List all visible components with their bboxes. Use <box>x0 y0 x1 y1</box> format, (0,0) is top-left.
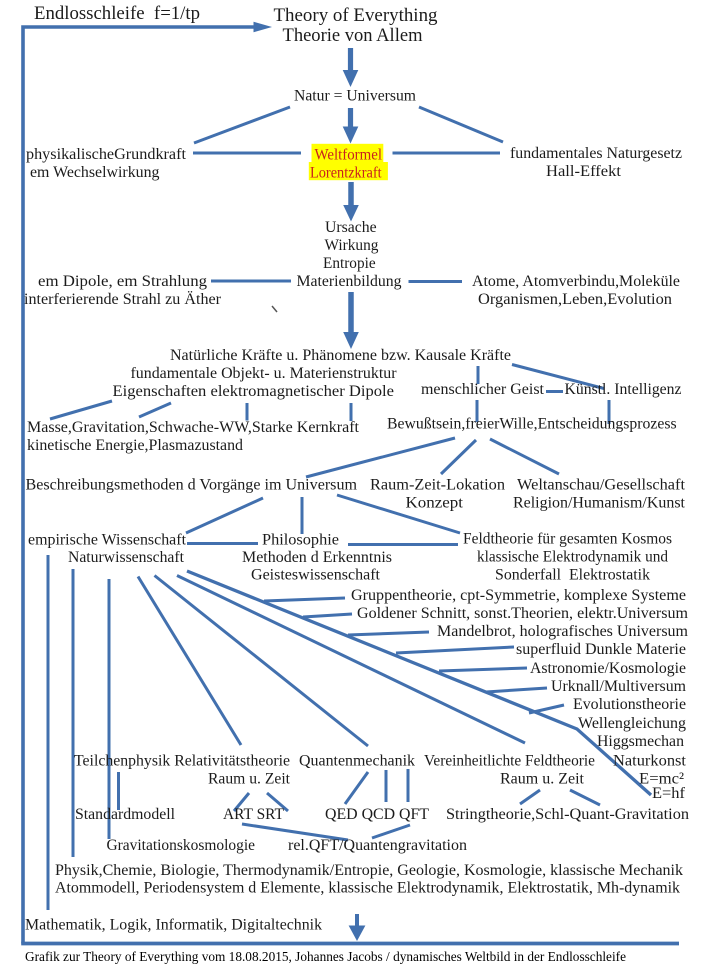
svg-text:Naturwissenschaft: Naturwissenschaft <box>68 549 185 566</box>
svg-text:Entropie: Entropie <box>323 255 376 272</box>
svg-text:Lorentzkraft: Lorentzkraft <box>310 165 382 182</box>
svg-text:Atome, Atomverbindu,Moleküle: Atome, Atomverbindu,Moleküle <box>472 273 680 290</box>
svg-text:Physik,Chemie, Biologie, Therm: Physik,Chemie, Biologie, Thermodynamik/E… <box>55 862 683 879</box>
svg-text:Mathematik, Logik, Informatik,: Mathematik, Logik, Informatik, Digitalte… <box>25 917 322 934</box>
svg-text:Grafik zur Theory of Everythin: Grafik zur Theory of Everything vom 18.0… <box>25 949 626 964</box>
svg-text:Eigenschaften elektromagnetisc: Eigenschaften elektromagnetischer Dipole <box>113 383 395 400</box>
svg-text:Teilchenphysik Relativitätsthe: Teilchenphysik Relativitätstheorie <box>74 753 290 770</box>
svg-text:Atommodell, Periodensystem d E: Atommodell, Periodensystem d Elemente, k… <box>55 880 680 897</box>
svg-text:Feldtheorie für gesamten Kosmo: Feldtheorie für gesamten Kosmos <box>463 531 672 548</box>
svg-text:Gravitationskosmologie: Gravitationskosmologie <box>107 837 256 854</box>
svg-text:Weltformel: Weltformel <box>315 147 383 164</box>
svg-text:Astronomie/Kosmologie: Astronomie/Kosmologie <box>530 660 686 677</box>
svg-text:E=hf: E=hf <box>652 785 686 802</box>
svg-text:Raum-Zeit-Lokation: Raum-Zeit-Lokation <box>370 477 505 494</box>
svg-text:fundamentale Objekt- u. Materi: fundamentale Objekt- u. Materienstruktur <box>131 365 398 382</box>
svg-text:Hall-Effekt: Hall-Effekt <box>546 163 622 180</box>
svg-text:Organismen,Leben,Evolution: Organismen,Leben,Evolution <box>478 291 672 308</box>
svg-text:Geisteswissenschaft: Geisteswissenschaft <box>251 567 381 584</box>
svg-text:Naturkonst: Naturkonst <box>613 753 687 770</box>
svg-text:Philosophie: Philosophie <box>262 532 339 549</box>
svg-text:Raum u. Zeit: Raum u. Zeit <box>500 771 585 788</box>
svg-text:Mandelbrot, holografisches Uni: Mandelbrot, holografisches Universum <box>437 623 689 640</box>
svg-text:Urknall/Multiversum: Urknall/Multiversum <box>551 678 687 695</box>
svg-text:Sonderfall Elektrostatik: Sonderfall Elektrostatik <box>495 567 650 584</box>
svg-text:Endlosschleife f=1/tp: Endlosschleife f=1/tp <box>34 3 200 24</box>
svg-text:superfluid Dunkle Materie: superfluid Dunkle Materie <box>516 641 686 658</box>
svg-text:Natur = Universum: Natur = Universum <box>294 88 417 105</box>
svg-text:Theory of Everything: Theory of Everything <box>274 5 438 26</box>
svg-text:Masse,Gravitation,Schwache-WW,: Masse,Gravitation,Schwache-WW,Starke Ker… <box>27 419 360 436</box>
svg-text:Konzept: Konzept <box>406 495 464 512</box>
svg-text:Evolutionstheorie: Evolutionstheorie <box>573 696 686 713</box>
svg-text:Goldener Schnitt, sonst.Theori: Goldener Schnitt, sonst.Theorien, elektr… <box>357 605 689 622</box>
svg-text:Quantenmechanik: Quantenmechanik <box>299 753 415 770</box>
svg-text:Religion/Humanism/Kunst: Religion/Humanism/Kunst <box>513 495 686 512</box>
svg-text:Ursache: Ursache <box>325 219 377 236</box>
svg-text:em Dipole, em Strahlung: em Dipole, em Strahlung <box>38 273 207 290</box>
svg-text:Gruppentheorie, cpt-Symmetrie,: Gruppentheorie, cpt-Symmetrie, komplexe … <box>351 587 686 604</box>
svg-text:Wirkung: Wirkung <box>325 237 379 254</box>
svg-text:Wellengleichung: Wellengleichung <box>578 715 686 732</box>
svg-text:physikalischeGrundkraft: physikalischeGrundkraft <box>26 146 187 163</box>
svg-text:Beschreibungsmethoden d Vorgän: Beschreibungsmethoden d Vorgänge im Univ… <box>26 477 358 494</box>
svg-text:interferierende Strahl zu Äthe: interferierende Strahl zu Äther <box>24 290 222 308</box>
svg-text:QED QCD QFT: QED QCD QFT <box>325 806 429 823</box>
svg-text:Higgsmechan: Higgsmechan <box>597 733 684 750</box>
svg-text:Vereinheitlichte Feldtheorie: Vereinheitlichte Feldtheorie <box>424 753 595 770</box>
svg-text:Standardmodell: Standardmodell <box>75 806 176 823</box>
svg-text:Stringtheorie,Schl-Quant-Gravi: Stringtheorie,Schl-Quant-Gravitation <box>446 806 689 823</box>
svg-text:Methoden d Erkenntnis: Methoden d Erkenntnis <box>242 549 392 566</box>
svg-text:rel.QFT/Quantengravitation: rel.QFT/Quantengravitation <box>288 837 467 854</box>
svg-text:ART SRT: ART SRT <box>223 806 284 823</box>
svg-text:klassische Elektrodynamik und: klassische Elektrodynamik und <box>477 549 668 566</box>
svg-text:Bewußtsein,freierWille,Entsche: Bewußtsein,freierWille,Entscheidungsproz… <box>387 416 677 433</box>
svg-text:Künstl. Intelligenz: Künstl. Intelligenz <box>565 381 682 398</box>
svg-text:kinetische Energie,Plasmazusta: kinetische Energie,Plasmazustand <box>27 437 243 454</box>
svg-text:E=mc²: E=mc² <box>639 771 684 788</box>
svg-text:Natürliche Kräfte u. Phänomene: Natürliche Kräfte u. Phänomene bzw. Kaus… <box>170 347 511 364</box>
svg-text:Theorie von Allem: Theorie von Allem <box>283 25 423 46</box>
svg-text:Raum u. Zeit: Raum u. Zeit <box>208 771 291 788</box>
svg-text:Weltanschau/Gesellschaft: Weltanschau/Gesellschaft <box>517 477 686 494</box>
svg-text:empirische Wissenschaft: empirische Wissenschaft <box>28 532 187 549</box>
svg-text:em Wechselwirkung: em Wechselwirkung <box>30 164 160 181</box>
svg-text:Materienbildung: Materienbildung <box>297 273 402 290</box>
svg-text:menschlicher Geist: menschlicher Geist <box>421 381 545 398</box>
svg-text:fundamentales Naturgesetz: fundamentales Naturgesetz <box>510 145 682 162</box>
